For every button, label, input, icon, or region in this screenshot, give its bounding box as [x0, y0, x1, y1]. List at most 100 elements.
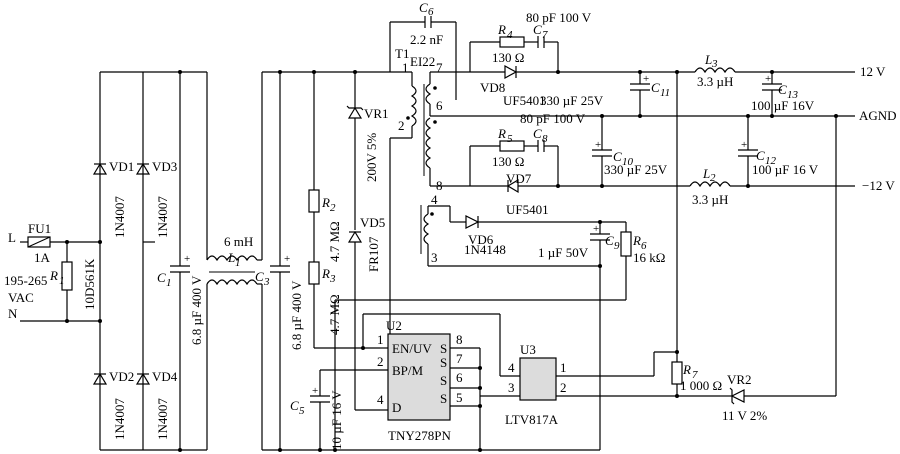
input-voltage-unit: VAC — [8, 290, 34, 305]
c9-value: 1 µF 50V — [538, 245, 589, 260]
capacitor-c1: + C 1 6.8 µF 400 V — [157, 72, 204, 450]
u2-pin-bp: BP/M — [392, 363, 424, 378]
u3-body — [519, 357, 557, 401]
t1-pin1: 1 — [402, 60, 409, 75]
svg-text:+: + — [184, 253, 190, 265]
t1-pin4: 4 — [431, 192, 438, 207]
r1-sub: 1 — [59, 275, 65, 287]
u2-num-4: 4 — [377, 392, 384, 407]
c13-sub: 13 — [787, 89, 799, 101]
vd7-ref: VD7 — [506, 171, 532, 186]
u2-num-2: 2 — [377, 354, 384, 369]
inductor-l1: 6 mH L 1 — [206, 72, 263, 450]
vd1-part: 1N4007 — [112, 196, 127, 238]
r1-ref: R — [49, 268, 58, 283]
u2-pin-s5: S — [440, 391, 447, 406]
c8-sub: 8 — [542, 133, 548, 145]
c3-value: 6.8 µF 400 V — [289, 280, 304, 350]
svg-text:+: + — [741, 139, 747, 151]
l3-sub: 3 — [711, 58, 718, 70]
c13-ref: C — [778, 82, 787, 97]
t1-core: EI22 — [410, 54, 435, 69]
l1-ref: L — [227, 250, 235, 265]
u2-pin-en: EN/UV — [392, 341, 432, 356]
r7-ref: R — [682, 362, 691, 377]
c5-value: 10 µF 16 V — [329, 390, 344, 450]
svg-text:+: + — [593, 223, 599, 235]
c6-sub: 6 — [428, 6, 434, 18]
vd3-ref: VD3 — [152, 159, 177, 174]
vd6-ref: VD6 — [468, 232, 494, 247]
vr2-ref: VR2 — [727, 372, 752, 387]
vd2-ref: VD2 — [109, 369, 134, 384]
bridge-rectifier: VD1 1N4007 VD3 1N4007 VD2 1N4007 VD4 1N4… — [92, 71, 207, 451]
output-12v-label: 12 V — [860, 64, 886, 79]
u2-num-1: 1 — [377, 332, 384, 347]
vd1-ref: VD1 — [109, 159, 134, 174]
c10-sub: 10 — [622, 156, 634, 168]
c10-ref: C — [613, 149, 622, 164]
fuse-value: 1A — [34, 250, 51, 265]
vd7-part: UF5401 — [506, 202, 549, 217]
r2-ref: R — [321, 195, 330, 210]
u3-pin4: 4 — [508, 360, 515, 375]
t1-ref: T1 — [395, 46, 409, 61]
bias-supply: VD6 1N4148 + C 9 1 µF 50V R 6 16 kΩ — [390, 206, 665, 450]
r7-value: 1 000 Ω — [680, 378, 722, 393]
svg-text:+: + — [643, 73, 649, 85]
l2-sub: 2 — [710, 172, 716, 184]
r2-sub: 2 — [330, 202, 336, 214]
svg-text:+: + — [284, 253, 290, 265]
vd4-ref: VD4 — [152, 369, 178, 384]
u2-body — [387, 333, 451, 421]
l2-value: 3.3 µH — [692, 192, 728, 207]
r5-value: 130 Ω — [492, 154, 524, 169]
c1-sub: 1 — [166, 277, 172, 289]
u3-pin3: 3 — [508, 380, 515, 395]
c8-ref: C — [533, 126, 542, 141]
svg-text:+: + — [595, 139, 601, 151]
t1-pin2: 2 — [398, 118, 405, 133]
c7-ref: C — [533, 22, 542, 37]
c10-value: 330 µF 25V — [604, 162, 668, 177]
r3-ref: R — [321, 266, 330, 281]
line-label: L — [8, 230, 16, 245]
u2-num-5: 5 — [456, 390, 463, 405]
vd6-part: 1N4148 — [464, 242, 506, 257]
u2-pin-s8: S — [440, 341, 447, 356]
svg-text:+: + — [312, 385, 318, 397]
c12-ref: C — [756, 148, 765, 163]
vr1-value: 200V 5% — [364, 133, 379, 182]
c3-ref: C — [255, 269, 264, 284]
l3-ref: L — [704, 52, 712, 67]
resistor-r7: R 7 1 000 Ω — [653, 72, 722, 396]
r4-sub: 4 — [507, 29, 513, 41]
vd2-part: 1N4007 — [112, 398, 127, 440]
c6-value: 2.2 nF — [410, 32, 443, 47]
c5-ref: C — [290, 398, 299, 413]
r2-value: 4.7 MΩ — [327, 221, 342, 262]
l1-value: 6 mH — [224, 234, 253, 249]
capacitor-c3: + C 3 6.8 µF 400 V — [255, 72, 304, 450]
svg-text:+: + — [765, 73, 771, 85]
zener-vr2: VR2 11 V 2% — [720, 116, 837, 423]
u2-part: TNY278PN — [388, 428, 451, 443]
u3-pin2: 2 — [560, 380, 567, 395]
output-12v: VD8 UF5401 R 4 130 Ω C 7 80 pF 100 V + C… — [456, 10, 886, 116]
r6-sub: 6 — [641, 240, 647, 252]
vd4-part: 1N4007 — [155, 398, 170, 440]
r4-ref: R — [497, 22, 506, 37]
t1-pin6: 6 — [436, 98, 443, 113]
l2-ref: L — [702, 166, 710, 181]
r7-sub: 7 — [692, 369, 698, 381]
c13-value: 100 µF 16V — [751, 98, 815, 113]
t1-pin7: 7 — [436, 60, 443, 75]
c8-value: 80 pF 100 V — [520, 111, 586, 126]
c11-ref: C — [651, 80, 660, 95]
l3-value: 3.3 µH — [697, 74, 733, 89]
u2-pin-d: D — [392, 400, 401, 415]
vd5-ref: VD5 — [360, 215, 385, 230]
c9-ref: C — [605, 233, 614, 248]
vr2-value: 11 V 2% — [722, 408, 767, 423]
